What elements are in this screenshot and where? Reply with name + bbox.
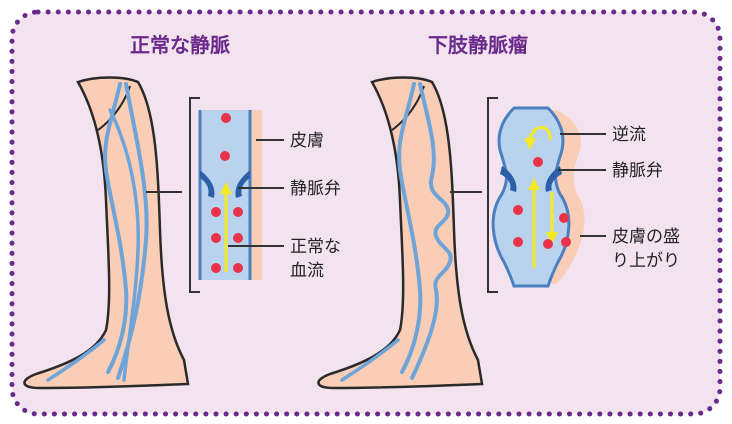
- blood-cell: [543, 239, 553, 249]
- left-skin-label: 皮膚: [290, 131, 324, 151]
- blood-cell: [513, 237, 523, 247]
- right-bulge-label-line2: り上がり: [612, 251, 680, 271]
- blood-cell: [233, 233, 243, 243]
- right-title: 下肢静脈瘤: [428, 33, 528, 57]
- right-bulge-label-line1: 皮膚の盛: [612, 227, 680, 247]
- left-flow-label-line2: 血流: [290, 261, 324, 281]
- blood-cell: [561, 237, 571, 247]
- blood-cell: [513, 205, 523, 215]
- blood-cell: [559, 213, 569, 223]
- left-valve-label: 静脈弁: [290, 179, 341, 199]
- blood-cell: [221, 113, 231, 123]
- right-valve-label: 静脈弁: [612, 161, 663, 181]
- blood-cell: [211, 233, 221, 243]
- blood-cell: [533, 157, 543, 167]
- left-flow-label-line1: 正常な: [290, 237, 341, 257]
- blood-cell: [233, 263, 243, 273]
- left-vein-section: [200, 110, 262, 280]
- left-title: 正常な静脈: [130, 33, 230, 57]
- blood-cell: [211, 207, 221, 217]
- blood-cell: [233, 207, 243, 217]
- blood-cell: [211, 263, 221, 273]
- blood-cell: [220, 151, 230, 161]
- right-backflow-label: 逆流: [612, 125, 646, 145]
